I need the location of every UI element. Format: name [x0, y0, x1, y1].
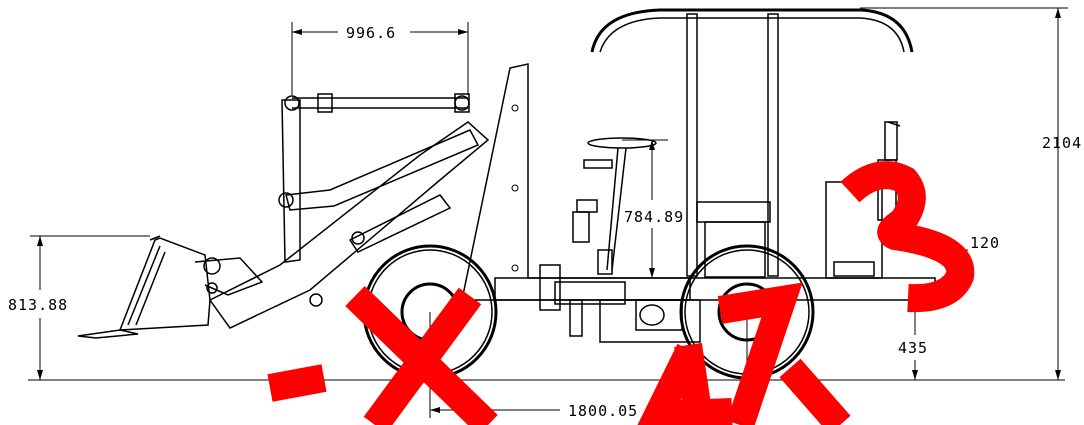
canopy [590, 8, 914, 277]
dimension-ground-clearance-label: 435 [898, 339, 928, 357]
dimension-bucket-height: 813.88 [8, 235, 150, 380]
dimension-overall-height-label: 2104 [1042, 134, 1082, 152]
engine-compartment [825, 121, 901, 279]
dimension-overall-height: 2104 [860, 7, 1082, 380]
chassis-frame [461, 63, 936, 343]
bucket [77, 235, 264, 339]
loader-arm [203, 93, 490, 329]
dimension-arm-span-label: 996.6 [346, 24, 396, 42]
dimension-steering-height: 784.89 [622, 139, 684, 278]
dimension-steering-height-label: 784.89 [624, 208, 684, 226]
dimension-step-height-label: 120 [970, 234, 1000, 252]
dimension-bucket-height-label: 813.88 [8, 296, 68, 314]
red-annotation-marks [267, 161, 975, 425]
dimension-arm-span: 996.6 [291, 22, 469, 95]
dimension-wheelbase-label: 1800.05 [568, 402, 638, 420]
operator-station [572, 137, 771, 278]
